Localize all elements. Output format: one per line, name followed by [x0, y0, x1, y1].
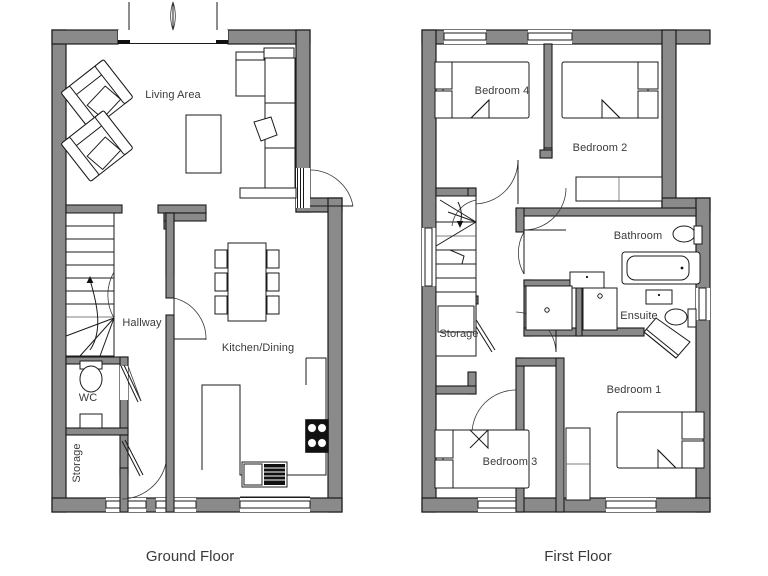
ensuite-toilet [664, 308, 688, 326]
first-ensuite-fixtures [525, 285, 697, 331]
airing-cupboard [437, 305, 475, 333]
caption-ground-floor: Ground Floor [145, 548, 235, 565]
room-label-kitchen-dining: Kitchen/Dining [222, 342, 294, 354]
single-bed-4 [434, 61, 530, 119]
ensuite-basin [645, 289, 673, 305]
first-bedroom-furniture [434, 61, 705, 501]
ground-wc-fixtures [79, 360, 103, 429]
armchair-2 [61, 110, 133, 182]
ground-living-furniture [61, 47, 297, 199]
first-openings [422, 30, 710, 512]
room-label-bedroom-3: Bedroom 3 [483, 456, 538, 468]
wc-toilet [79, 365, 103, 393]
dining-table [227, 242, 267, 322]
room-label-bathroom: Bathroom [614, 230, 663, 242]
bathroom-toilet [672, 225, 696, 243]
ground-kitchen-furniture [201, 242, 329, 488]
first-floor-plan: Bedroom 4 Bedroom 2 Bathroom Ensuite Bed… [421, 29, 711, 513]
first-bathroom-fixtures [569, 225, 703, 289]
room-label-bedroom-2: Bedroom 2 [573, 142, 628, 154]
floorplan-drawing: .wall { fill:#8a8a8a; stroke:#1b1b1b; st… [51, 1, 711, 513]
room-label-bedroom-4: Bedroom 4 [475, 85, 530, 97]
ground-internal-walls [65, 204, 207, 513]
room-label-wc: WC [79, 392, 98, 404]
wc-basin [79, 413, 103, 429]
double-bed-1 [616, 411, 705, 469]
room-label-ensuite: Ensuite [620, 310, 657, 322]
double-bed-2 [561, 61, 659, 119]
drainer [264, 464, 285, 485]
corner-sofa [235, 47, 297, 199]
room-label-hallway: Hallway [122, 317, 162, 329]
ensuite-shower-tray [525, 285, 573, 331]
room-label-storage-ground: Storage [71, 443, 83, 482]
armchair-1 [61, 59, 133, 131]
single-bed-3 [434, 429, 530, 489]
first-doors [471, 159, 691, 435]
ground-floor-plan: Living Area Hallway Kitchen/Dining WC St… [51, 1, 354, 513]
bathroom-basin [569, 271, 605, 289]
caption-first-floor: First Floor [544, 548, 612, 565]
room-label-living-area: Living Area [145, 89, 201, 101]
ground-staircase [65, 212, 115, 357]
room-label-bedroom-1: Bedroom 1 [607, 384, 662, 396]
coffee-table [185, 114, 222, 174]
room-label-storage-first: Storage [439, 328, 478, 340]
